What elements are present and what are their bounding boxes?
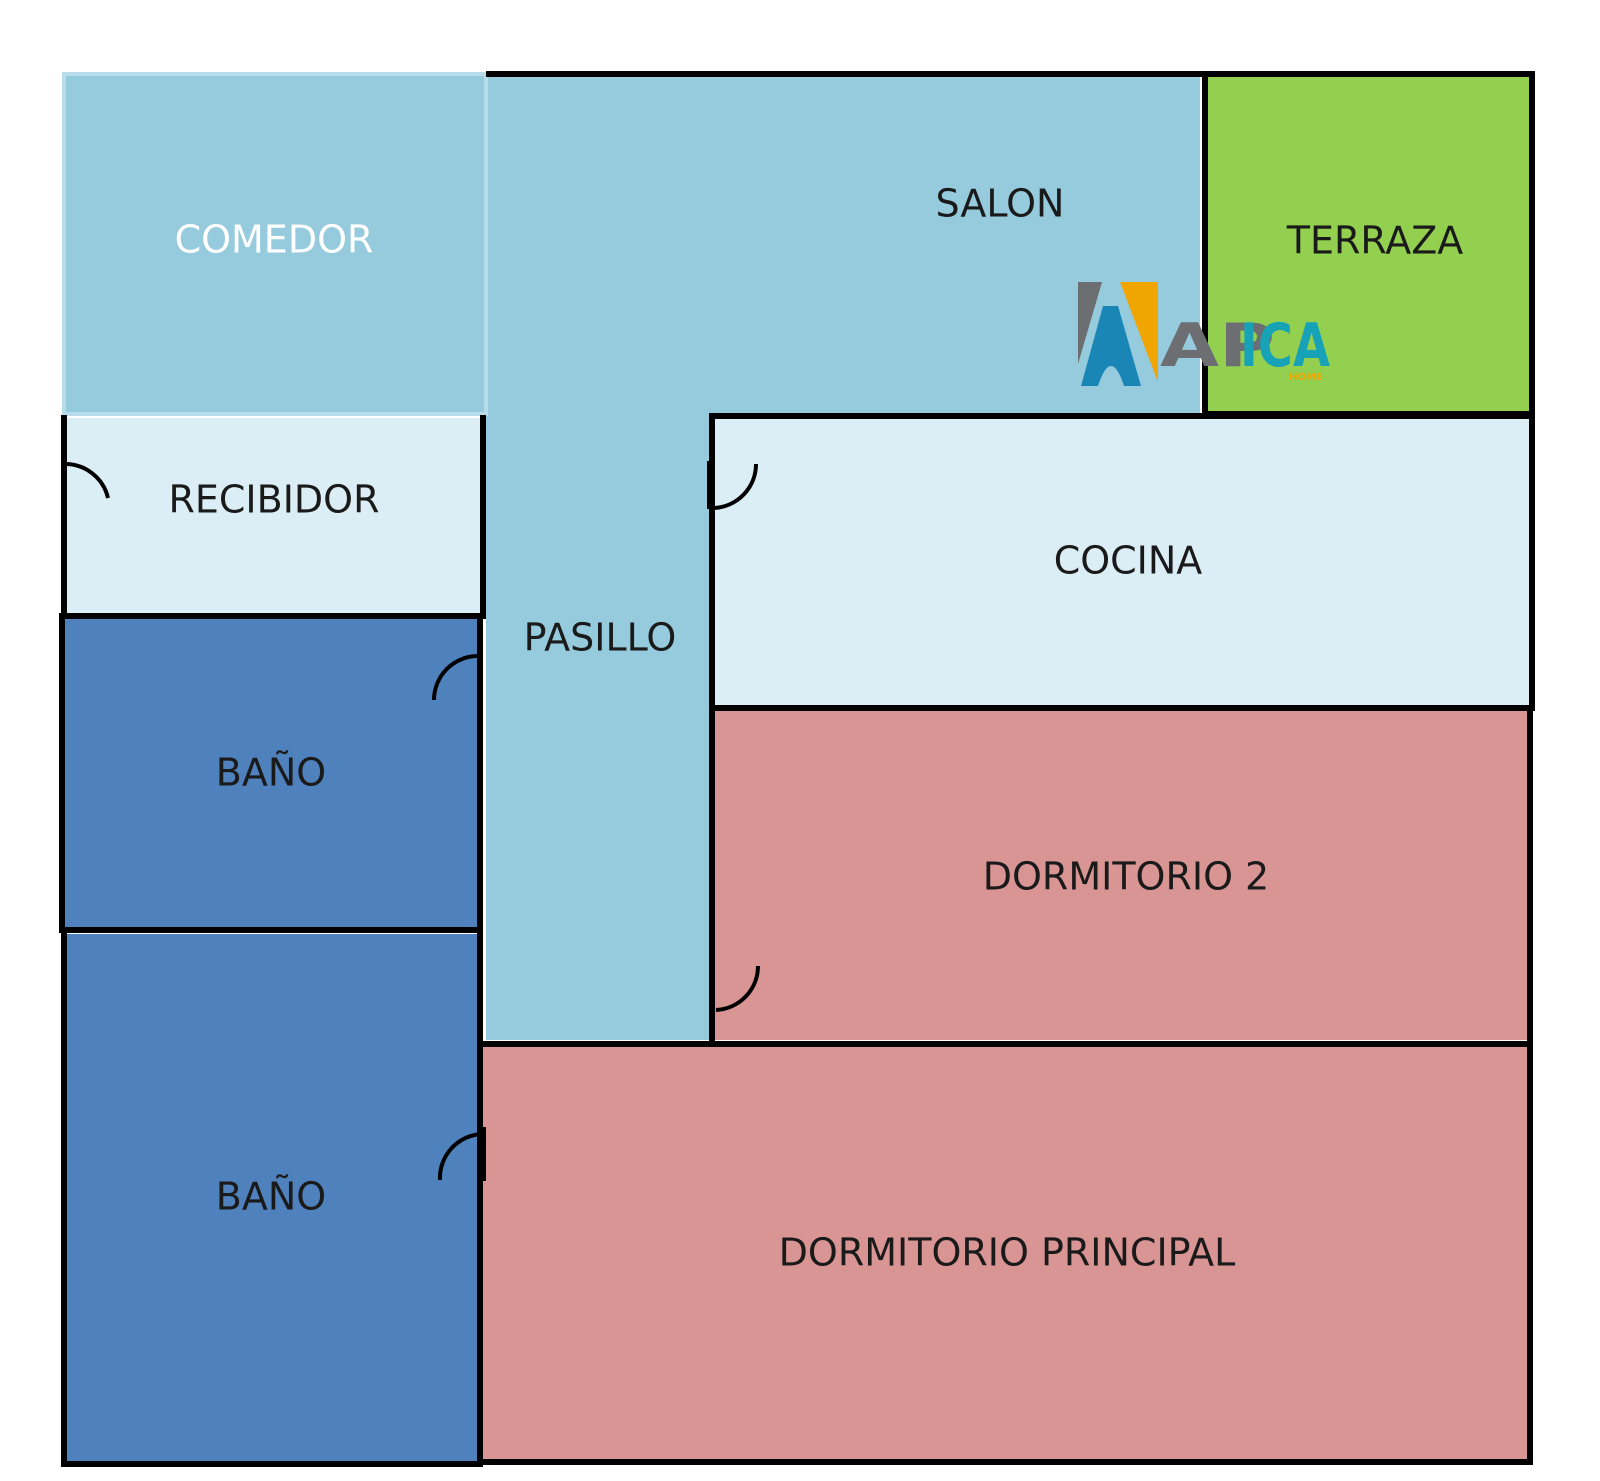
label-cocina: COCINA [1054, 539, 1203, 583]
label-salon: SALON [936, 182, 1065, 226]
logo-letters-ica: ICA [1240, 311, 1330, 381]
logo-letters-ap: AP [1160, 311, 1275, 381]
logo-gray-bar [1078, 282, 1102, 364]
label-bano-2: BAÑO [216, 1175, 326, 1219]
label-comedor: COMEDOR [175, 218, 374, 262]
walls [59, 71, 1535, 1467]
doors [63, 461, 761, 1181]
door-arc-recibidor [63, 461, 110, 499]
recibidor-area [64, 418, 482, 616]
terraza-area [1206, 74, 1532, 414]
door-arc-dormitorio-2 [715, 965, 761, 1012]
door-arc-bano-2 [437, 1132, 483, 1181]
label-recibidor: RECIBIDOR [168, 478, 379, 522]
room-labels: COMEDOR SALON TERRAZA RECIBIDOR PASILLO … [168, 182, 1463, 1275]
dormitorio-2-area [714, 710, 1530, 1040]
bano-2-area [64, 934, 480, 1464]
dormitorio-principal-area [482, 1044, 1530, 1462]
cocina-area [714, 416, 1532, 706]
apica-logo: AP ICA HOME [1078, 282, 1330, 386]
label-pasillo: PASILLO [524, 616, 677, 660]
label-dormitorio-2: DORMITORIO 2 [983, 855, 1269, 899]
label-terraza: TERRAZA [1286, 219, 1464, 263]
logo-orange-bar [1120, 282, 1158, 382]
room-fills [62, 72, 1532, 1464]
comedor-area [62, 72, 488, 416]
label-bano-1: BAÑO [216, 751, 326, 795]
door-arc-bano-1 [432, 654, 479, 701]
door-arc-cocina [713, 463, 759, 510]
logo-subtext: HOME [1289, 372, 1323, 383]
bano-1-area [64, 618, 480, 930]
label-dormitorio-principal: DORMITORIO PRINCIPAL [779, 1231, 1236, 1275]
logo-tower [1081, 306, 1141, 386]
salon-pasillo-area [486, 74, 1200, 1040]
